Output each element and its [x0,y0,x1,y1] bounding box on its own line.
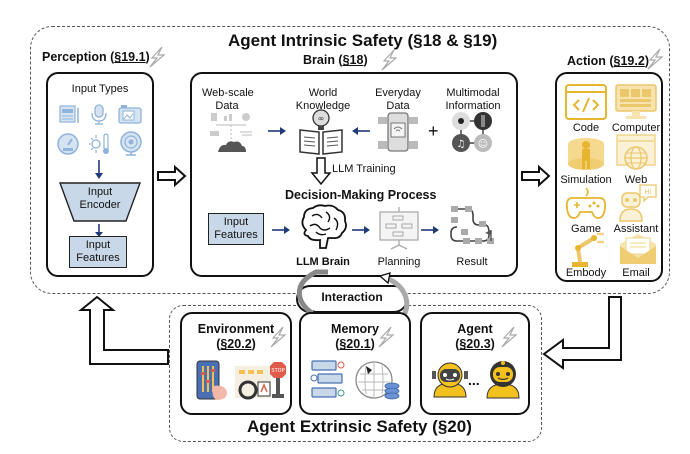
lightning-icon [149,46,166,68]
svg-text:∞: ∞ [318,114,325,123]
action-label-code: Code [572,122,600,134]
camera-icon [118,105,142,124]
chat-history-icon [310,360,345,398]
svg-text:♫: ♫ [457,139,466,150]
brain-title: Brain (§18) [303,53,368,67]
action-section-link[interactable]: §19.2 [613,54,645,68]
wikipedia-database-icon [355,361,400,400]
agent-title: Agent (§20.3) [455,322,495,351]
svg-text:Hi: Hi [644,188,651,196]
hollow-arrow-down-icon [310,157,332,186]
input-types-label: Input Types [71,83,129,95]
extrinsic-safety-title: Agent Extrinsic Safety (§20) [247,417,472,436]
multimodal-icon: ♫ ☺ [452,112,492,152]
globe-icon [616,134,656,170]
arrow-left-icon [352,127,370,135]
brain-icon [301,204,347,249]
book-lightbulb-icon: ∞ [299,109,343,155]
action-label-email: Email [622,267,650,279]
environment-section-link[interactable]: §20.2 [220,337,252,351]
agent-ellipsis: ... [468,372,480,388]
gamepad-icon [565,187,607,219]
action-label-game: Game [571,223,601,235]
environment-title: Environment (§20.2) [197,322,275,351]
assistant-robot-icon: Hi [619,184,657,222]
robot-agent-icon [432,362,468,398]
llm-training-label: LLM Training [332,163,396,175]
action-label-computer: Computer [611,122,661,134]
action-label-embody: Embody [565,267,607,279]
svg-text:STOP: STOP [271,368,284,374]
action-label-simulation: Simulation [560,174,612,186]
radar-icon [120,131,142,156]
perception-title: Perception (§19.1) [42,50,150,64]
intrinsic-safety-title: Agent Intrinsic Safety (§18 & §19) [228,31,498,50]
lightning-icon [378,326,395,348]
hollow-arrow-right-icon [157,164,187,188]
perception-section-link[interactable]: §19.1 [114,50,146,64]
smartphone-icon [378,112,418,152]
web-data-icon [210,113,252,152]
lightning-icon [381,49,398,71]
document-icon [59,105,79,123]
memory-title: Memory (§20.1) [331,322,379,351]
action-title: Action (§19.2) [567,54,649,68]
arrow-down-icon [95,160,103,179]
gauge-icon [57,133,79,155]
lightning-icon [647,48,664,70]
action-label-web: Web [624,174,648,186]
memory-section-link[interactable]: §20.1 [339,337,371,351]
decision-making-title: Decision-Making Process [285,188,437,202]
lightning-icon [501,326,518,348]
arrow-right-icon [272,226,290,234]
computer-icon [615,84,657,119]
interaction-label: Interaction [321,290,383,304]
car-dashboard-icon: STOP [235,362,286,400]
microphone-icon [91,104,107,125]
brain-section-link[interactable]: §18 [342,53,364,67]
llm-brain-label: LLM Brain [296,256,350,268]
robot-agent-icon [486,361,520,399]
agent-section-link[interactable]: §20.3 [459,337,491,351]
action-label-assistant: Assistant [613,223,659,235]
envelope-icon [620,234,656,264]
result-label: Result [456,256,488,268]
hollow-arrow-down-left-icon [542,296,622,370]
plus-sign: + [428,121,439,141]
svg-text:☺: ☺ [478,139,488,150]
simulation-icon [568,138,604,170]
result-path-icon [450,206,494,244]
lightning-icon [270,326,287,348]
arrow-down-icon [95,224,103,237]
robot-arm-icon [572,232,604,267]
arrow-right-icon [268,127,286,135]
planning-label: Planning [377,256,421,268]
arrow-right-icon [421,226,439,234]
tablet-sliders-icon [196,360,227,400]
input-encoder-shape [58,182,142,222]
arrow-right-icon [352,226,370,234]
planning-board-icon [379,207,419,250]
thermometer-icon [89,133,109,154]
code-icon [565,84,607,120]
hollow-arrow-up-left-icon [78,295,169,365]
hollow-arrow-right-icon [521,164,551,188]
